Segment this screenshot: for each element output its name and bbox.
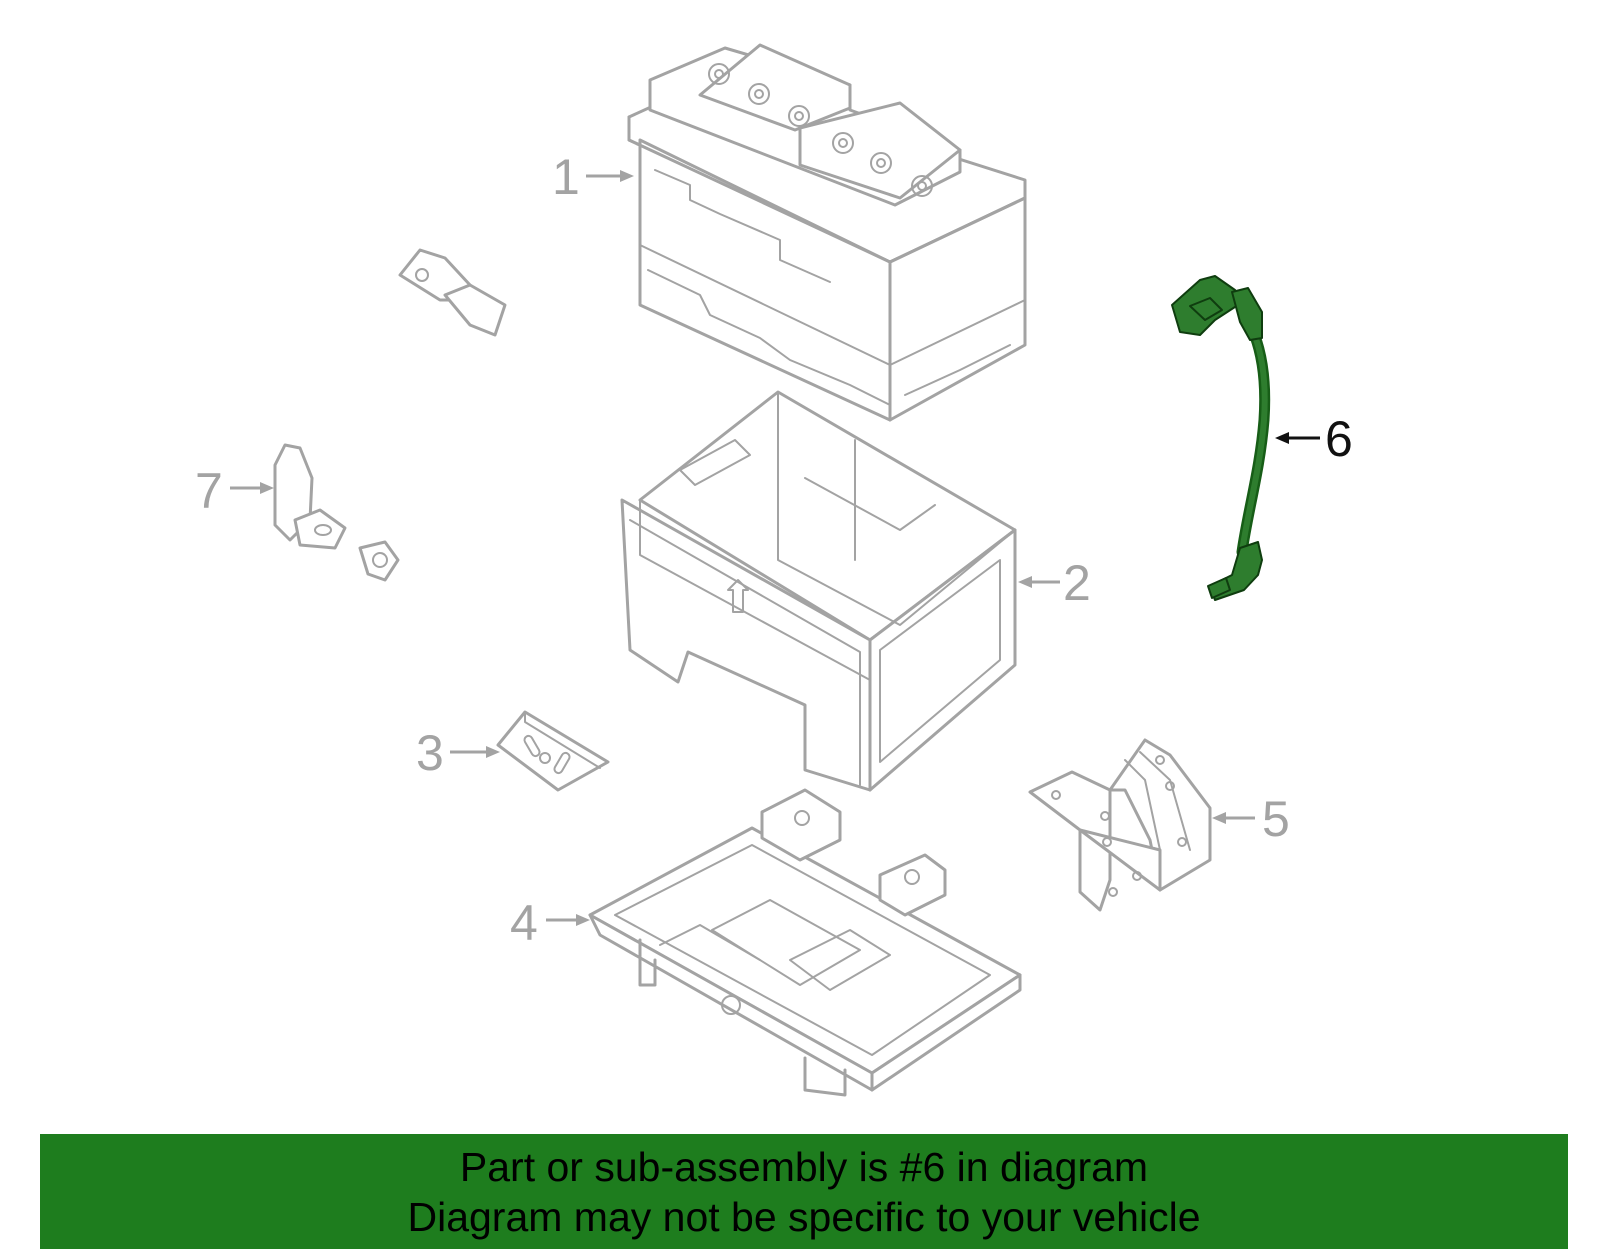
callout-6: 6: [1275, 411, 1353, 467]
battery-case-drawing: [620, 390, 1017, 792]
callout-number-1: 1: [552, 149, 580, 205]
callout-3: 3: [416, 725, 500, 781]
callout-4: 4: [510, 895, 590, 951]
callout-2: 2: [1018, 555, 1091, 611]
negative-cable-drawing: [1171, 275, 1271, 601]
bracket-drawing: [1028, 738, 1212, 912]
info-banner: Part or sub-assembly is #6 in diagram Di…: [40, 1134, 1568, 1249]
battery-tray-drawing: [588, 788, 1022, 1097]
callout-7: 7: [195, 463, 274, 519]
callout-1: 1: [552, 149, 634, 205]
callout-number-6: 6: [1325, 411, 1353, 467]
positive-cable-drawing: [273, 248, 521, 602]
parts-diagram: 1 2 3 4 5 6 7: [195, 43, 1353, 1097]
callout-number-7: 7: [195, 463, 223, 519]
callout-number-4: 4: [510, 895, 538, 951]
plate-drawing: [496, 710, 610, 792]
banner-line-part-number: Part or sub-assembly is #6 in diagram: [459, 1144, 1149, 1190]
callout-number-5: 5: [1262, 791, 1290, 847]
battery-drawing: [627, 43, 1027, 422]
callout-number-2: 2: [1063, 555, 1091, 611]
banner-line-disclaimer: Diagram may not be specific to your vehi…: [407, 1194, 1201, 1240]
callout-number-3: 3: [416, 725, 444, 781]
callout-5: 5: [1212, 791, 1290, 847]
